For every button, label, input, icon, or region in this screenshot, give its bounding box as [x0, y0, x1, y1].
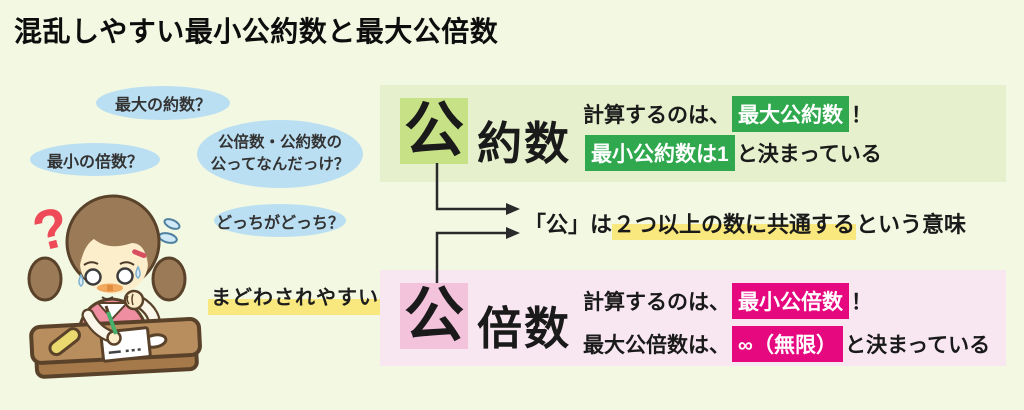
- eyebrow-right: [119, 261, 135, 266]
- divisor-line1: 計算するのは、 最大公約数 ！: [583, 96, 872, 132]
- pigtail-left: [27, 256, 63, 302]
- divisor-line2-highlight: 最小公約数は1: [585, 135, 735, 171]
- multiple-line1-highlight: 最小公倍数: [732, 283, 849, 319]
- kou-connector-arrows: [435, 163, 520, 283]
- nose: [107, 285, 113, 291]
- panel-common-multiple: 公 倍数 計算するのは、 最小公倍数 ！ 最大公倍数は、 ∞（無限） と決まって…: [380, 270, 1006, 366]
- girl-bangs: [80, 221, 148, 267]
- pencil-case: [48, 327, 81, 357]
- fist: [123, 289, 145, 311]
- multiple-line1-suffix: ！: [851, 291, 872, 314]
- sweat-drop-right: [135, 265, 141, 279]
- confused-note: まどわされやすい！: [208, 279, 414, 315]
- multiple-line2-highlight: ∞（無限）: [732, 326, 843, 362]
- multiple-line2: 最大公倍数は、 ∞（無限） と決まっている: [583, 326, 990, 362]
- kou-meaning-prefix: 「公」は: [524, 212, 613, 237]
- fluster-drops-icon: [158, 218, 181, 244]
- thought-bubble-which-is-which: どっちがどっち？: [214, 204, 346, 237]
- multiple-line2-suffix: と決まっている: [844, 334, 991, 357]
- multiple-line1-prefix: 計算するのは、: [583, 291, 730, 314]
- pigtail-right: [151, 256, 187, 302]
- multiple-line2-prefix: 最大公倍数は、: [583, 334, 730, 357]
- sweat-drop-left: [78, 273, 84, 287]
- arrowhead-top: [506, 203, 520, 215]
- confused-girl-illustration: ?: [26, 194, 202, 379]
- divisor-line2-suffix: と決まっている: [736, 143, 882, 166]
- divisor-line1-suffix: ！: [851, 104, 872, 127]
- eyebrow-left: [83, 261, 99, 266]
- thought-bubble-largest-divisor: 最大の約数？: [96, 86, 230, 120]
- divisor-line1-prefix: 計算するのは、: [583, 104, 730, 127]
- kou-meaning-highlight: ２つ以上の数に共通する: [612, 212, 857, 240]
- bubble-text-line2: 公ってなんだっけ？: [210, 156, 350, 173]
- green-pencil: [106, 311, 118, 335]
- multiple-line1: 計算するのは、 最小公倍数 ！: [583, 283, 872, 319]
- kou-meaning-suffix: という意味: [856, 212, 967, 237]
- panel-common-divisor: 公 約数 計算するのは、 最大公約数 ！ 最小公約数は1 と決まっている: [380, 85, 1006, 182]
- kanji-kou-green: 公: [400, 98, 468, 164]
- page-title: 混乱しやすい最小公約数と最大公倍数: [14, 16, 499, 47]
- fist-fingers: [126, 293, 134, 306]
- divisor-line2: 最小公約数は1 と決まっている: [583, 135, 882, 171]
- kanji-suffix-yakusuu: 約数: [477, 118, 572, 169]
- bubble-text: どっちがどっち？: [215, 214, 344, 232]
- kanji-kou-pink: 公: [400, 283, 468, 349]
- mouth: [101, 296, 114, 300]
- eye-right: [116, 267, 134, 285]
- kanji-suffix-baisuu: 倍数: [477, 303, 572, 354]
- handwriting: [108, 348, 141, 354]
- bubble-text-line1: 公倍数・公約数の: [217, 133, 342, 151]
- bubble-text: 最大の約数？: [114, 97, 211, 114]
- kou-meaning-note: 「公」は２つ以上の数に共通するという意味: [524, 207, 967, 240]
- divisor-line1-highlight: 最大公約数: [732, 96, 849, 132]
- hair-clip: [132, 249, 147, 259]
- bubble-text: 最小の倍数？: [46, 153, 143, 171]
- thought-bubble-what-is-kou: 公倍数・公約数の 公ってなんだっけ？: [197, 120, 363, 188]
- thought-bubble-smallest-multiple: 最小の倍数？: [30, 143, 160, 176]
- eye-left: [84, 268, 102, 286]
- pencil-tip: [104, 305, 110, 313]
- arrowhead-bottom: [506, 227, 520, 239]
